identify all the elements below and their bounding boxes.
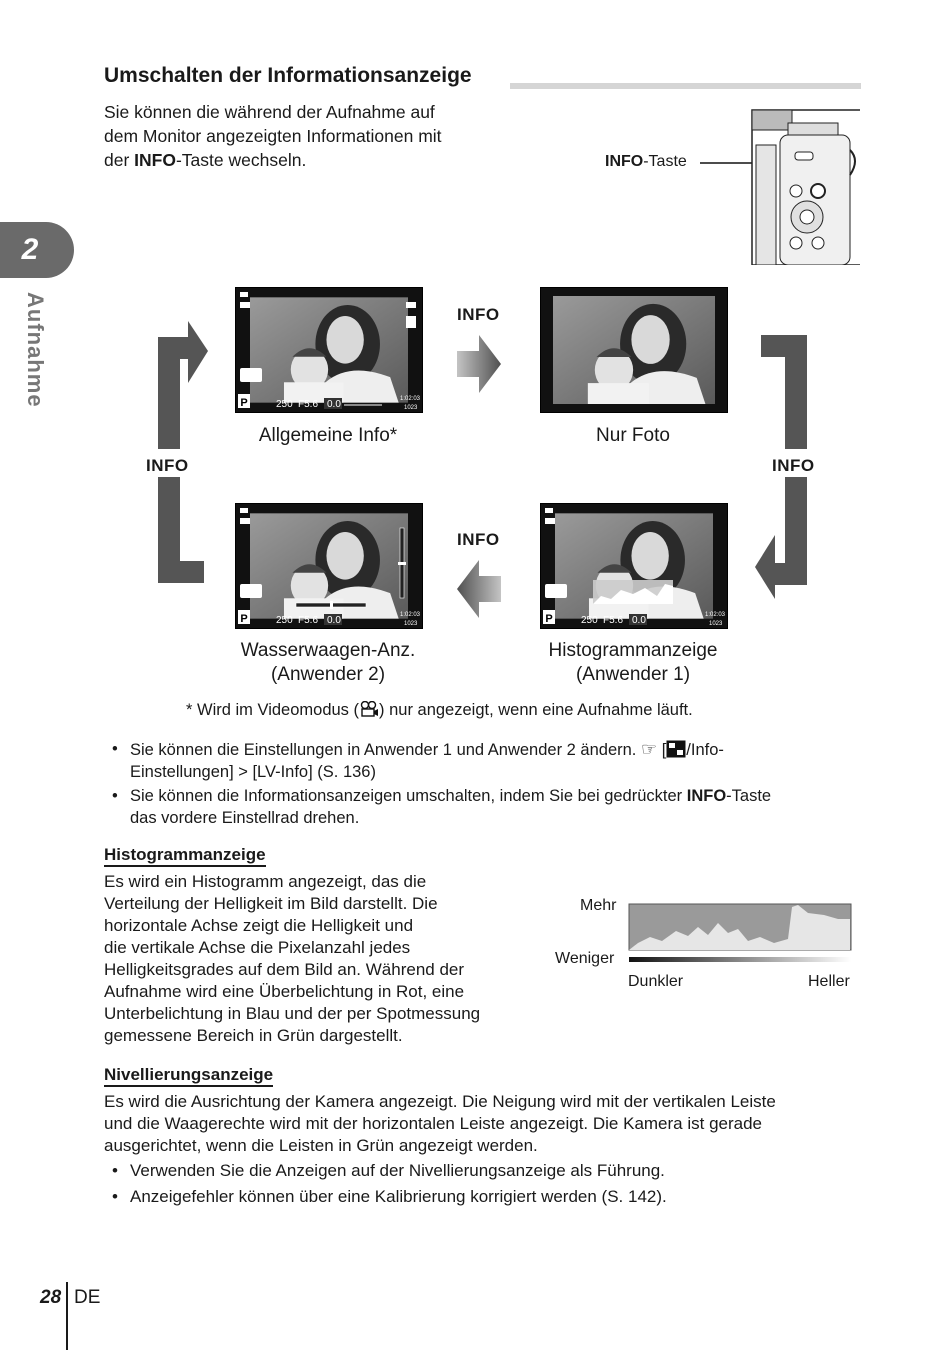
info-label-right: INFO <box>772 456 815 476</box>
paragraph-line: die vertikale Achse die Pixelanzahl jede… <box>104 937 524 959</box>
bullet-text: [ <box>657 741 666 759</box>
caption-histogram: Histogrammanzeige (Anwender 1) <box>505 639 761 687</box>
shutter-value: 250 <box>276 399 293 410</box>
paragraph-line: ausgerichtet, wenn die Leisten in Grün a… <box>104 1135 864 1157</box>
intro-line: der INFO-Taste wechseln. <box>104 148 504 172</box>
intro-paragraph: Sie können die während der Aufnahme auf … <box>104 100 504 172</box>
paragraph-line: Es wird die Ausrichtung der Kamera angez… <box>104 1091 864 1113</box>
info-label-top: INFO <box>457 305 500 325</box>
ev-value: 0.0 <box>327 399 341 410</box>
page-number: 28 <box>40 1287 61 1309</box>
level-bullets: Verwenden Sie die Anzeigen auf der Nivel… <box>110 1159 870 1211</box>
screen-general-info: P 250 F5.6 0.0 1:02:03 1023 <box>235 287 423 413</box>
screen-histogram: P 250 F5.6 0.0 1:02:03 1023 <box>540 503 728 629</box>
screen-image-only <box>540 287 728 413</box>
page-title: Umschalten der Informationsanzeige <box>104 64 472 88</box>
caption-level-gauge: Wasserwaagen-Anz. (Anwender 2) <box>200 639 456 687</box>
bullet-text: Sie können die Informationsanzeigen umsc… <box>130 787 687 805</box>
footnote-text: ) nur angezeigt, wenn eine Aufnahme läuf… <box>379 701 693 719</box>
time-value: 1:02:03 <box>705 612 726 618</box>
level-paragraph: Es wird die Ausrichtung der Kamera angez… <box>104 1091 864 1157</box>
histogram-heading: Histogrammanzeige <box>104 845 266 867</box>
bullet-text: Einstellungen] > [LV-Info] (S. 136) <box>130 763 376 781</box>
mode-indicator: P <box>545 613 552 625</box>
footnote-text: * Wird im Videomodus ( <box>186 701 359 719</box>
shutter-value: 250 <box>581 615 598 626</box>
bullet-item: Sie können die Einstellungen in Anwender… <box>110 738 870 783</box>
intro-text: der <box>104 150 134 170</box>
count-value: 1023 <box>709 621 723 627</box>
caption-line: Wasserwaagen-Anz. <box>200 639 456 663</box>
shutter-value: 250 <box>276 615 293 626</box>
cycle-arrow-left <box>150 315 210 585</box>
aperture-value: F5.6 <box>603 615 623 626</box>
camera-callout-label: INFO-Taste <box>605 153 687 171</box>
video-camera-icon <box>359 701 379 717</box>
label-brighter: Heller <box>808 973 850 991</box>
info-label-bottom: INFO <box>457 530 500 550</box>
paragraph-line: Verteilung der Helligkeit im Bild darste… <box>104 893 524 915</box>
paragraph-line: gemessene Bereich in Grün dargestellt. <box>104 1025 524 1047</box>
bullet-text: /Info- <box>686 741 724 759</box>
bullet-text: -Taste <box>726 787 771 805</box>
paragraph-line: horizontale Achse zeigt die Helligkeit u… <box>104 915 524 937</box>
caption-line: Histogrammanzeige <box>505 639 761 663</box>
arrow-left <box>457 560 501 618</box>
time-value: 1:02:03 <box>400 612 421 618</box>
time-value: 1:02:03 <box>400 396 421 402</box>
level-heading: Nivellierungsanzeige <box>104 1065 273 1087</box>
bullet-item: Anzeigefehler können über eine Kalibrier… <box>110 1185 870 1209</box>
chapter-tab: 2 <box>0 222 74 278</box>
mode-indicator: P <box>240 397 247 409</box>
bullet-text: das vordere Einstellrad drehen. <box>130 809 359 827</box>
reference-hand-icon: ☞ <box>641 739 657 759</box>
histogram-diagram <box>628 903 853 965</box>
paragraph-line: Unterbelichtung in Blau und der per Spot… <box>104 1003 524 1025</box>
paragraph-line: Aufnahme wird eine Überbelichtung in Rot… <box>104 981 524 1003</box>
aperture-value: F5.6 <box>298 399 318 410</box>
label-more: Mehr <box>580 897 616 915</box>
camera-callout-text: -Taste <box>643 153 687 170</box>
paragraph-line: Es wird ein Histogramm angezeigt, das di… <box>104 871 524 893</box>
bullet-text: Sie können die Einstellungen in Anwender… <box>130 741 641 759</box>
caption-general-info: Allgemeine Info* <box>215 424 441 448</box>
info-keyword: INFO <box>687 787 726 805</box>
histogram-section: Histogrammanzeige <box>104 845 266 865</box>
intro-text: -Taste wechseln. <box>176 150 306 170</box>
info-label-left: INFO <box>146 456 189 476</box>
bullet-item: Sie können die Informationsanzeigen umsc… <box>110 785 870 829</box>
intro-line: Sie können die während der Aufnahme auf <box>104 100 504 124</box>
screen-level-gauge: P 250 F5.6 0.0 1:02:03 1023 <box>235 503 423 629</box>
aperture-value: F5.6 <box>298 615 318 626</box>
mode-indicator: P <box>240 613 247 625</box>
bullet-item: Verwenden Sie die Anzeigen auf der Nivel… <box>110 1159 870 1183</box>
label-less: Weniger <box>555 950 614 968</box>
arrow-right <box>457 335 501 393</box>
settings-bullets: Sie können die Einstellungen in Anwender… <box>110 738 870 831</box>
chapter-label: Aufnahme <box>22 292 48 408</box>
count-value: 1023 <box>404 405 418 411</box>
level-section: Nivellierungsanzeige <box>104 1065 273 1085</box>
page-language: DE <box>74 1287 100 1309</box>
ev-value: 0.0 <box>632 615 646 626</box>
info-keyword: INFO <box>605 153 643 170</box>
caption-line: (Anwender 2) <box>200 663 456 687</box>
page-divider <box>66 1282 68 1350</box>
info-keyword: INFO <box>134 150 176 170</box>
caption-image-only: Nur Foto <box>520 424 746 448</box>
camera-back-illustration <box>700 105 860 265</box>
histogram-paragraph: Es wird ein Histogramm angezeigt, das di… <box>104 871 524 1047</box>
paragraph-line: und die Waagerechte wird mit der horizon… <box>104 1113 864 1135</box>
count-value: 1023 <box>404 621 418 627</box>
footnote: * Wird im Videomodus ( ) nur angezeigt, w… <box>186 701 693 720</box>
paragraph-line: Helligkeitsgrades auf dem Bild an. Währe… <box>104 959 524 981</box>
label-darker: Dunkler <box>628 973 683 991</box>
ev-value: 0.0 <box>327 615 341 626</box>
caption-line: (Anwender 1) <box>505 663 761 687</box>
custom-menu-icon <box>666 740 686 758</box>
intro-line: dem Monitor angezeigten Informationen mi… <box>104 124 504 148</box>
title-rule <box>510 83 861 89</box>
